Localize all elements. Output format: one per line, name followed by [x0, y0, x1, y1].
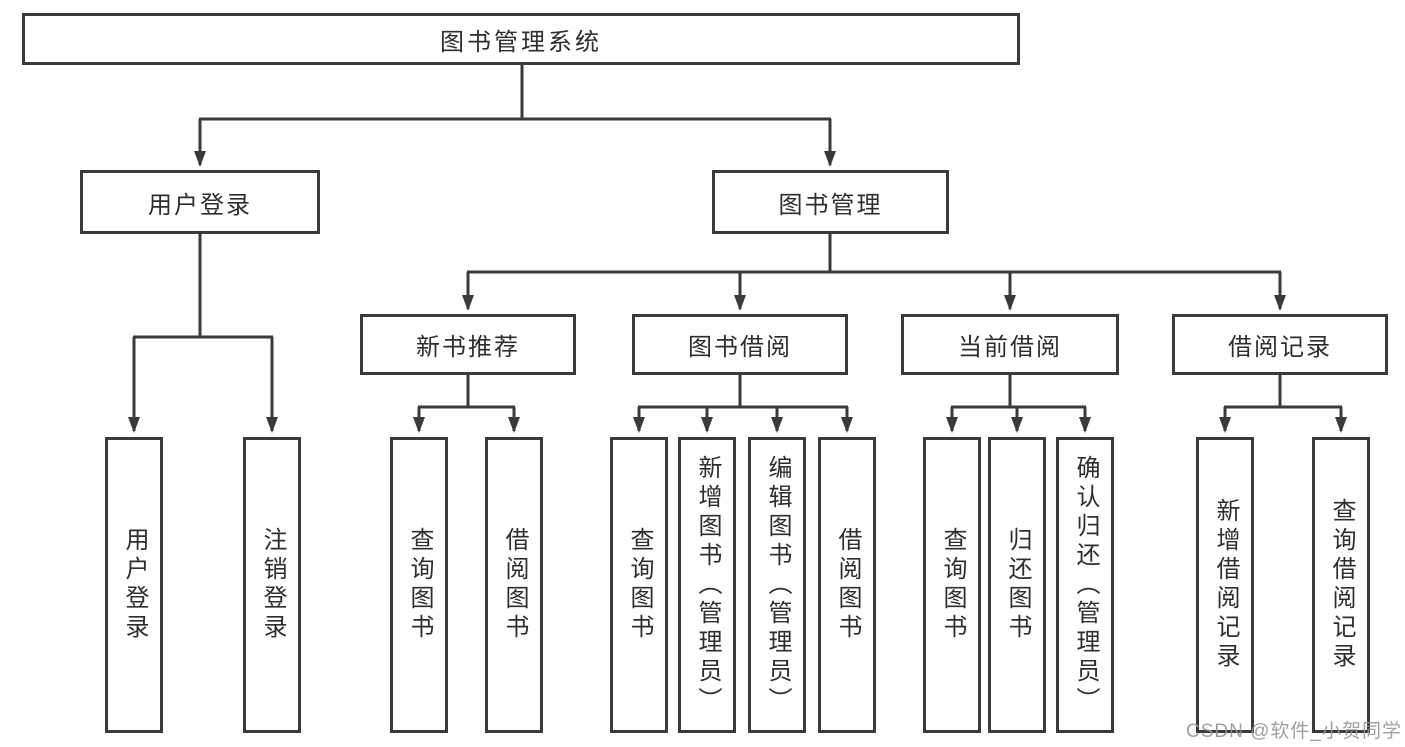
leaf-query-books-recommend: 查询图书 [390, 437, 448, 733]
leaf-return-books: 归还图书 [988, 437, 1046, 733]
node-root-library-system: 图书管理系统 [22, 13, 1020, 65]
leaf-logout: 注销登录 [243, 437, 301, 733]
leaf-query-books-current: 查询图书 [923, 437, 981, 733]
node-book-management: 图书管理 [712, 170, 949, 234]
leaf-edit-books-admin: 编辑图书（管理员） [748, 437, 806, 733]
leaf-add-borrow-record: 新增借阅记录 [1196, 437, 1254, 733]
node-borrowing-records: 借阅记录 [1172, 314, 1388, 375]
node-user-login: 用户登录 [80, 170, 320, 234]
csdn-watermark: CSDN @软件_小贺同学 [1186, 721, 1402, 742]
leaf-borrow-books: 借阅图书 [818, 437, 876, 733]
leaf-add-books-admin: 新增图书（管理员） [678, 437, 736, 733]
leaf-user-login: 用户登录 [105, 437, 163, 733]
node-new-book-recommendation: 新书推荐 [360, 314, 576, 375]
node-current-borrowing: 当前借阅 [901, 314, 1119, 375]
node-book-borrowing: 图书借阅 [632, 314, 848, 375]
leaf-query-borrow-record: 查询借阅记录 [1312, 437, 1370, 733]
leaf-confirm-return-admin: 确认归还（管理员） [1056, 437, 1114, 733]
leaf-query-books-borrow: 查询图书 [610, 437, 668, 733]
leaf-borrow-books-recommend: 借阅图书 [485, 437, 543, 733]
